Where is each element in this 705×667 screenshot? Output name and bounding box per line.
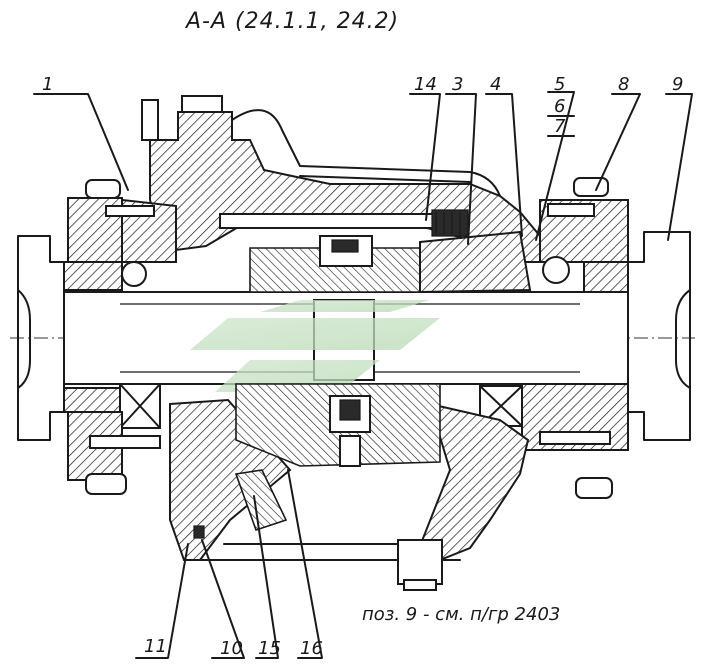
callout-7: 7 xyxy=(554,116,566,137)
lower-gear-block xyxy=(235,383,441,467)
lower-housing xyxy=(169,398,530,591)
callout-1: 1 xyxy=(42,74,53,95)
callout-11: 11 xyxy=(144,636,167,657)
callout-labels: 1 14 3 4 5 6 7 8 9 11 10 15 16 xyxy=(42,74,683,659)
callout-9: 9 xyxy=(672,74,683,95)
left-bearing-assembly xyxy=(67,179,177,495)
callout-5: 5 xyxy=(554,74,565,95)
callout-3: 3 xyxy=(452,74,463,95)
upper-housing xyxy=(141,95,541,263)
upper-gear-block xyxy=(249,230,532,294)
right-bearing-assembly xyxy=(479,177,629,499)
callout-10: 10 xyxy=(220,638,243,659)
callout-6: 6 xyxy=(554,96,565,117)
callout-leaders xyxy=(33,91,693,659)
callout-16: 16 xyxy=(300,638,323,659)
callout-4: 4 xyxy=(490,74,501,95)
section-title: А-А (24.1.1, 24.2) xyxy=(184,9,399,34)
footnote: поз. 9 - см. п/гр 2403 xyxy=(362,604,560,625)
callout-15: 15 xyxy=(258,638,281,659)
callout-14: 14 xyxy=(414,74,437,95)
callout-8: 8 xyxy=(618,74,629,95)
left-flange xyxy=(17,235,123,441)
